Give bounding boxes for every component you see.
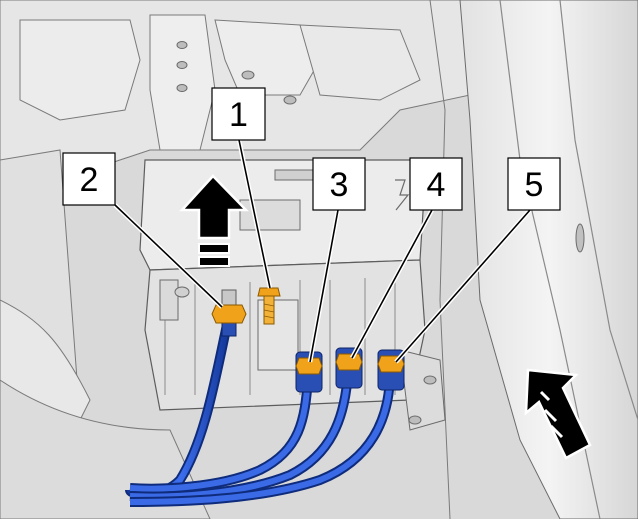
callout-1: 1 [211,87,266,141]
leader-4 [351,209,433,359]
callout-4: 4 [409,157,463,211]
connector-nut-4 [335,353,363,371]
callout-4-label: 4 [427,166,446,204]
callout-leaders [113,139,532,364]
callout-1-label: 1 [229,96,248,134]
callout-3: 3 [312,157,366,211]
callout-5: 5 [507,157,561,211]
connector-nut-3 [295,357,323,375]
callout-5-label: 5 [525,166,544,204]
leader-2 [114,204,223,308]
callout-2: 2 [62,152,116,206]
callout-2-label: 2 [80,161,99,199]
leader-5 [395,209,531,363]
nut-2 [211,289,247,324]
leader-1 [238,139,271,289]
leader-3 [309,209,339,363]
vehicle-front-arrow [524,368,592,460]
fluid-lines [125,318,395,507]
bolt-1 [257,287,281,325]
removal-direction-arrow [179,174,249,267]
callout-3-label: 3 [330,166,349,204]
